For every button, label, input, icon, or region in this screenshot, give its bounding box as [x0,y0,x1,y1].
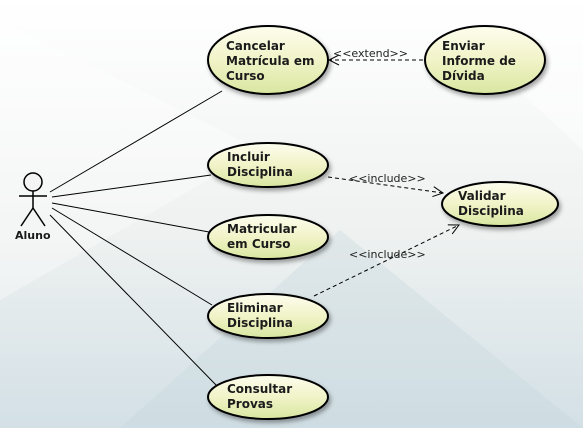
use-case-label: Cancelar Matrícula em Curso [226,39,319,83]
association-matricular [51,202,210,233]
use-case-eliminar-disciplina[interactable]: Eliminar Disciplina [207,293,329,339]
use-case-validar-disciplina[interactable]: Validar Disciplina [441,181,559,227]
use-case-ellipse [207,142,329,188]
use-case-consultar-provas[interactable]: Consultar Provas [207,374,329,420]
use-case-ellipse [441,181,559,227]
include-arrow-eliminar [313,225,459,297]
use-case-label: Validar Disciplina [458,189,524,218]
use-case-ellipse [207,293,329,339]
dependencies [313,60,459,297]
include-label-incluir: <<include>> [349,172,426,185]
use-case-label: Incluir Disciplina [227,150,293,179]
use-case-label: Enviar Informe de Dívida [442,39,520,83]
association-incluir [51,174,212,198]
include-label-eliminar: <<include>> [349,248,426,261]
use-case-ellipse [207,214,329,260]
use-case-ellipse [424,25,546,95]
actor-label: Aluno [15,229,51,242]
association-eliminar [51,207,213,306]
association-consultar [49,214,218,387]
actor-aluno[interactable]: Aluno [15,172,51,242]
association-cancelar [49,90,223,193]
include-arrow-incluir [327,176,443,193]
use-case-ellipse [207,374,329,420]
use-case-ellipse [207,25,329,95]
use-case-enviar-informe[interactable]: Enviar Informe de Dívida [424,25,546,95]
use-case-label: Matricular em Curso [227,222,301,251]
use-case-incluir-disciplina[interactable]: Incluir Disciplina [207,142,329,188]
use-case-matricular-em-curso[interactable]: Matricular em Curso [207,214,329,260]
use-case-label: Consultar Provas [227,382,296,411]
associations [49,90,223,387]
use-case-cancelar-matricula[interactable]: Cancelar Matrícula em Curso [207,25,329,95]
extend-label: <<extend>> [333,47,408,60]
use-case-label: Eliminar Disciplina [227,301,293,330]
stick-figure-icon [19,172,47,227]
